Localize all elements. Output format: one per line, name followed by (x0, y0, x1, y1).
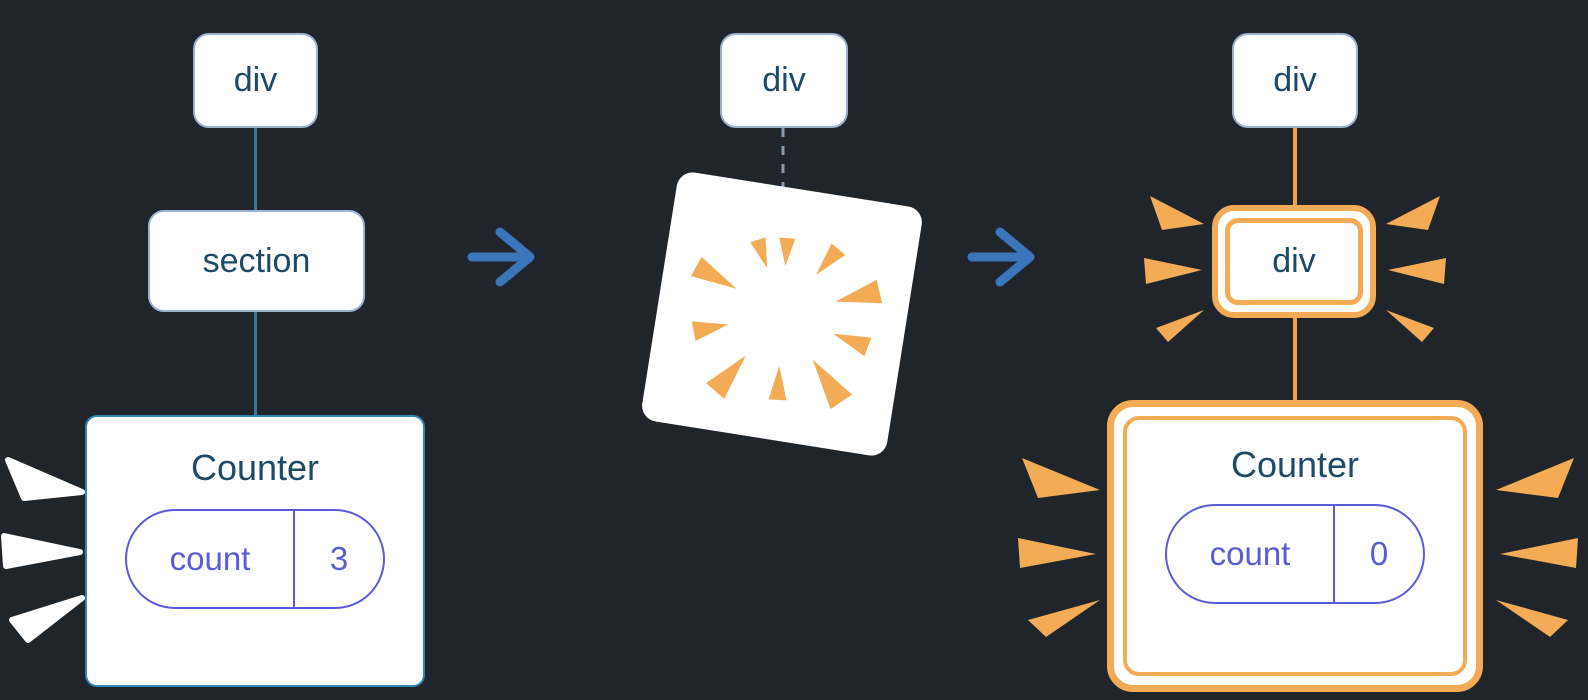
orange-spark-cluster-icon (1496, 458, 1578, 637)
orange-spark-cluster-icon (1144, 196, 1204, 342)
state-key-before: count (169, 540, 251, 577)
white-spark-burst-icon (1, 457, 85, 643)
orange-spark-cluster-icon (1018, 458, 1100, 637)
highlighted-div-label: div (1225, 218, 1363, 305)
orange-spark-cluster-icon (1386, 196, 1446, 342)
counter-title-before: Counter (190, 447, 320, 488)
highlighted-div-node: div (1212, 205, 1376, 318)
connector-before-lower (254, 312, 257, 415)
state-key-after: count (1209, 535, 1291, 572)
arrow-right-icon (467, 227, 535, 287)
state-value-after: 0 (1333, 506, 1423, 602)
state-value-before: 3 (293, 511, 383, 607)
connector-after-upper (1293, 128, 1297, 207)
orange-spark-burst-icon (690, 237, 883, 410)
state-pill-before: count 3 (125, 509, 385, 609)
connector-before-upper (254, 128, 257, 210)
tree-node-div-after-root: div (1232, 33, 1358, 128)
arrow-right-icon (967, 227, 1035, 287)
tree-node-section-before: section (148, 210, 365, 312)
connector-after-lower (1293, 318, 1297, 400)
state-pill-after: count 0 (1165, 504, 1425, 604)
counter-inner-after: Counter count 0 (1123, 416, 1467, 676)
poof-square (639, 170, 925, 458)
tree-node-div-before: div (193, 33, 318, 128)
counter-title-after: Counter (1230, 444, 1360, 485)
counter-component-before: Counter count 3 (85, 415, 425, 687)
highlighted-counter-component: Counter count 0 (1107, 400, 1483, 692)
tree-node-div-transition: div (720, 33, 848, 128)
